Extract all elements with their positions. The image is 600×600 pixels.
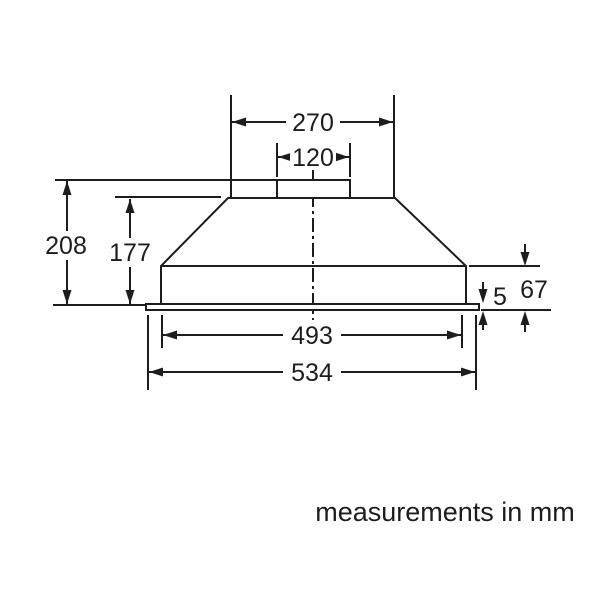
lower-body-height-label: 67	[520, 276, 548, 304]
dim-flange-thickness: 5	[478, 282, 507, 330]
arrow-down-icon	[520, 252, 530, 266]
total-height-label: 208	[45, 232, 87, 260]
dim-flue-surround-width: 270	[230, 95, 395, 197]
dim-lower-body-height: 67	[469, 244, 551, 332]
flange-thickness-label: 5	[493, 283, 507, 311]
label-mask	[283, 358, 341, 387]
label-mask	[286, 107, 340, 136]
arrow-right-icon	[379, 117, 393, 127]
label-mask	[40, 231, 91, 260]
arrow-up-icon	[125, 199, 135, 213]
duct-outlet-width-label: 120	[292, 144, 334, 172]
arrow-down-icon	[478, 289, 488, 303]
measurements-note: measurements in mm	[315, 497, 575, 527]
duct-outlet	[276, 179, 351, 199]
flange-width-label: 534	[291, 359, 333, 387]
arrow-up-icon	[478, 311, 488, 325]
hood-drawing	[145, 168, 480, 320]
body-width-label: 493	[291, 322, 333, 350]
label-mask	[283, 321, 341, 350]
arrow-right-icon	[335, 152, 349, 162]
dim-total-height: 208	[40, 179, 276, 306]
arrow-left-icon	[149, 367, 163, 377]
arrow-down-icon	[125, 290, 135, 304]
arrow-up-icon	[62, 181, 72, 195]
arrow-left-icon	[232, 117, 246, 127]
arrow-right-icon	[447, 330, 461, 340]
label-mask	[290, 145, 336, 170]
label-mask	[104, 238, 155, 267]
dim-flange-width: 534	[147, 315, 477, 390]
dim-body-width: 493	[161, 315, 463, 350]
arrow-up-icon	[520, 311, 530, 325]
arrow-right-icon	[461, 367, 475, 377]
arrow-left-icon	[278, 152, 292, 162]
mounting-flange	[145, 303, 480, 311]
arrow-left-icon	[163, 330, 177, 340]
canopy-height-label: 177	[109, 239, 151, 267]
dim-duct-outlet-width: 120	[276, 143, 351, 177]
flue-surround-width-label: 270	[292, 109, 334, 137]
dim-canopy-height: 177	[104, 196, 221, 304]
arrow-down-icon	[62, 290, 72, 304]
hood-outline	[160, 197, 467, 304]
